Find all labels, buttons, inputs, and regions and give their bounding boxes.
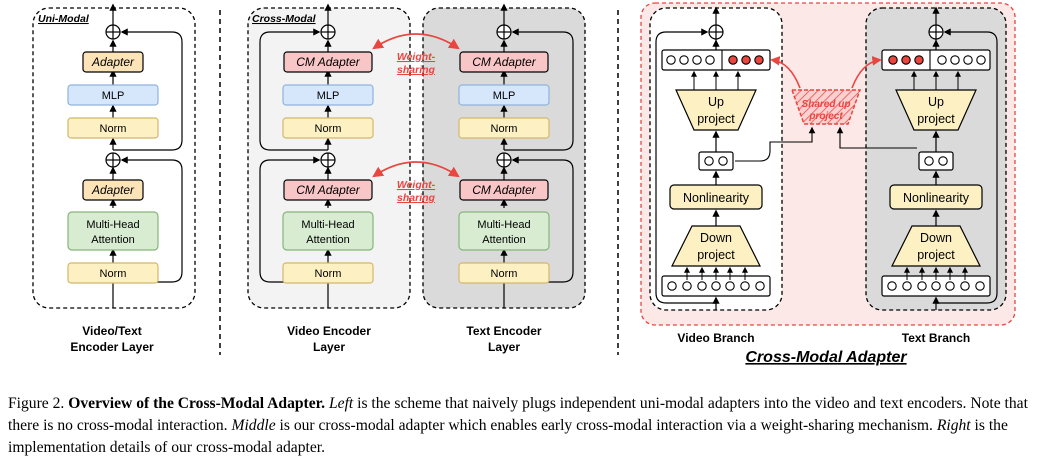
caption-middle-label: Middle: [231, 417, 276, 434]
text-mha-line1: Multi-Head: [477, 219, 530, 231]
caption-title: Overview of the Cross-Modal Adapter.: [68, 395, 326, 412]
uni-modal-tag: Uni-Modal: [38, 13, 90, 25]
video-mlp-block: MLP: [317, 90, 340, 102]
weight-sharing-top-1: Weight-: [397, 51, 436, 63]
adapter-block-bottom: Adapter: [91, 183, 135, 197]
video-encoder-caption-1: Video Encoder: [287, 324, 371, 338]
uni-modal-caption-2: Encoder Layer: [70, 340, 154, 354]
video-encoder-caption-2: Layer: [313, 340, 345, 354]
text-up-line1: Up: [928, 95, 944, 109]
text-cm-adapter-top: CM Adapter: [472, 55, 537, 69]
video-cm-adapter-bottom: CM Adapter: [296, 183, 361, 197]
text-norm-bottom: Norm: [491, 268, 518, 280]
text-encoder-column: CM Adapter MLP Norm CM Adapter Multi-Hea…: [458, 3, 574, 308]
adapter-block-top: Adapter: [91, 55, 135, 69]
text-mlp-block: MLP: [493, 90, 516, 102]
cross-modal-panel: Cross-Modal CM Adapter MLP Nor: [247, 3, 586, 354]
video-mha-line2: Attention: [306, 234, 349, 246]
weight-sharing-bottom-1: Weight-: [397, 179, 436, 191]
caption-right-label: Right: [936, 417, 971, 434]
text-up-line2: project: [917, 112, 955, 126]
uni-modal-panel: Uni-Modal Adapter MLP Norm Adapter Multi…: [32, 3, 196, 354]
mlp-block: MLP: [102, 90, 125, 102]
caption-right-text: is the implementation details of our cro…: [8, 417, 1008, 456]
weight-sharing-arrow-bottom: [372, 161, 460, 178]
norm-block-bottom: Norm: [100, 268, 127, 280]
text-cm-adapter-bottom: CM Adapter: [472, 183, 537, 197]
mha-line2: Attention: [91, 234, 134, 246]
uni-modal-caption-1: Video/Text: [82, 324, 142, 338]
caption-middle-text: is our cross-modal adapter which enables…: [275, 417, 937, 434]
text-norm-top: Norm: [491, 123, 518, 135]
video-norm-top: Norm: [315, 123, 342, 135]
video-encoder-column: CM Adapter MLP Norm CM Adapter Multi-Hea…: [259, 3, 374, 308]
video-up-line1: Up: [708, 95, 724, 109]
adapter-detail-title: Cross-Modal Adapter: [745, 349, 907, 366]
caption-left-text: is the scheme that naively plugs indepen…: [8, 395, 1028, 434]
video-nonlinearity: Nonlinearity: [683, 191, 750, 205]
text-encoder-caption-1: Text Encoder: [466, 324, 541, 338]
video-cm-adapter-top: CM Adapter: [296, 55, 361, 69]
caption-left-label: Left: [328, 395, 354, 412]
text-nonlinearity: Nonlinearity: [903, 191, 970, 205]
text-down-line2: project: [917, 248, 955, 262]
video-norm-bottom: Norm: [315, 268, 342, 280]
weight-sharing-top-2: sharing: [397, 64, 436, 76]
shared-up-project: Shared up project: [735, 56, 917, 162]
text-encoder-caption-2: Layer: [488, 340, 520, 354]
shared-up-line2: project: [808, 111, 843, 122]
weight-sharing-arrow-top: [372, 33, 460, 50]
video-mha-line1: Multi-Head: [301, 219, 354, 231]
cross-modal-tag: Cross-Modal: [252, 13, 317, 25]
norm-block-top: Norm: [100, 123, 127, 135]
figure-diagram: Uni-Modal Adapter MLP Norm Adapter Multi…: [32, 2, 1016, 366]
shared-up-line1: Shared up: [802, 99, 851, 110]
caption-figure-label: Figure 2.: [8, 395, 65, 412]
figure-caption: Figure 2. Overview of the Cross-Modal Ad…: [8, 393, 1032, 459]
text-branch: Down project Nonlinearity Up project: [881, 6, 998, 310]
mha-line1: Multi-Head: [86, 219, 139, 231]
video-branch: Down project Nonlinearity Up project: [655, 6, 771, 310]
video-branch-label: Video Branch: [677, 331, 754, 345]
text-branch-label: Text Branch: [902, 331, 970, 345]
video-down-line2: project: [697, 248, 735, 262]
text-down-line1: Down: [920, 231, 952, 245]
weight-sharing-bottom-2: sharing: [397, 192, 436, 204]
video-down-line1: Down: [700, 231, 732, 245]
video-up-line2: project: [697, 112, 735, 126]
adapter-detail-panel: Down project Nonlinearity Up project: [640, 2, 1016, 366]
text-mha-line2: Attention: [482, 234, 525, 246]
